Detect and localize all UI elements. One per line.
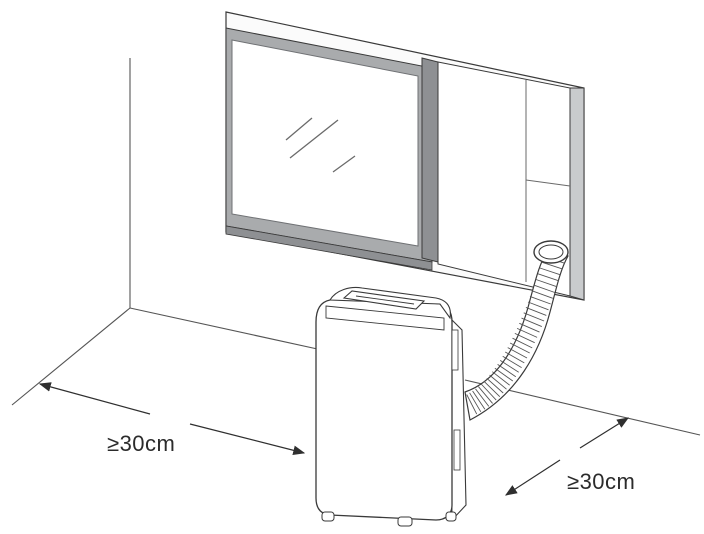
window-right-panel xyxy=(437,61,571,297)
unit-side-grille-bottom xyxy=(453,429,461,471)
hose-rib xyxy=(525,306,547,316)
hose-rib xyxy=(521,317,542,328)
unit-side-grille-top xyxy=(451,329,459,371)
hose-rib xyxy=(527,301,549,311)
hose-rib xyxy=(531,290,553,299)
unit-top-vent-line xyxy=(355,295,415,305)
hose-rib xyxy=(497,364,517,378)
hose-rib xyxy=(529,295,551,305)
clearance-arrow-right-a xyxy=(504,459,561,496)
glass-glare xyxy=(285,117,356,173)
window-sash-glass xyxy=(231,39,419,247)
hose-rib xyxy=(469,392,482,413)
clearance-label-left: ≥30cm xyxy=(107,431,176,456)
clearance-arrow-left-b xyxy=(189,423,306,455)
hose-ribs xyxy=(466,256,565,415)
hose-rib xyxy=(475,388,490,407)
wheel-front-right xyxy=(397,516,413,527)
window-slider-bar xyxy=(525,179,571,187)
hose-rib xyxy=(486,377,504,394)
hose-rib xyxy=(502,355,522,368)
hose-rib xyxy=(523,312,545,322)
clearance-arrow-right-b xyxy=(579,417,630,449)
hose-rib xyxy=(499,360,519,373)
hose-rib xyxy=(494,367,514,382)
unit-wheels xyxy=(321,511,457,527)
hose-rib xyxy=(539,267,561,276)
hose-rib xyxy=(514,332,535,344)
hose-rib xyxy=(489,374,507,390)
hose-rib xyxy=(519,322,540,333)
clearance-arrows xyxy=(38,382,630,496)
floor-left-edge xyxy=(11,307,131,406)
clearance-label-right: ≥30cm xyxy=(567,469,636,494)
wheel-front-left xyxy=(321,511,335,522)
hose-rib xyxy=(492,371,510,386)
unit-control-strip xyxy=(325,305,445,331)
hose-rib xyxy=(541,261,563,270)
hose-rib xyxy=(480,383,497,401)
floor-back-edge xyxy=(129,307,323,351)
hose-rib xyxy=(533,284,555,293)
hose-rib xyxy=(512,337,533,349)
hose-rib xyxy=(472,390,486,410)
window-recess xyxy=(569,87,585,301)
hose-rib xyxy=(507,347,528,359)
hose-rib xyxy=(504,351,525,364)
hose-rib xyxy=(483,380,501,398)
window xyxy=(225,11,585,301)
wheel-rear xyxy=(445,511,457,522)
clearance-arrow-left-a xyxy=(38,382,151,415)
hose-rib xyxy=(535,279,557,288)
window-sill xyxy=(225,225,433,271)
window-mullion xyxy=(421,57,439,263)
hose-rib xyxy=(516,327,538,338)
hose-rib xyxy=(478,386,493,404)
hose-rib xyxy=(537,273,559,282)
hose-window-connector-inner xyxy=(538,244,564,260)
hose-rib xyxy=(466,394,478,415)
air-conditioner-unit xyxy=(315,286,467,527)
hose-rib xyxy=(509,342,530,354)
exhaust-hose xyxy=(464,240,569,421)
